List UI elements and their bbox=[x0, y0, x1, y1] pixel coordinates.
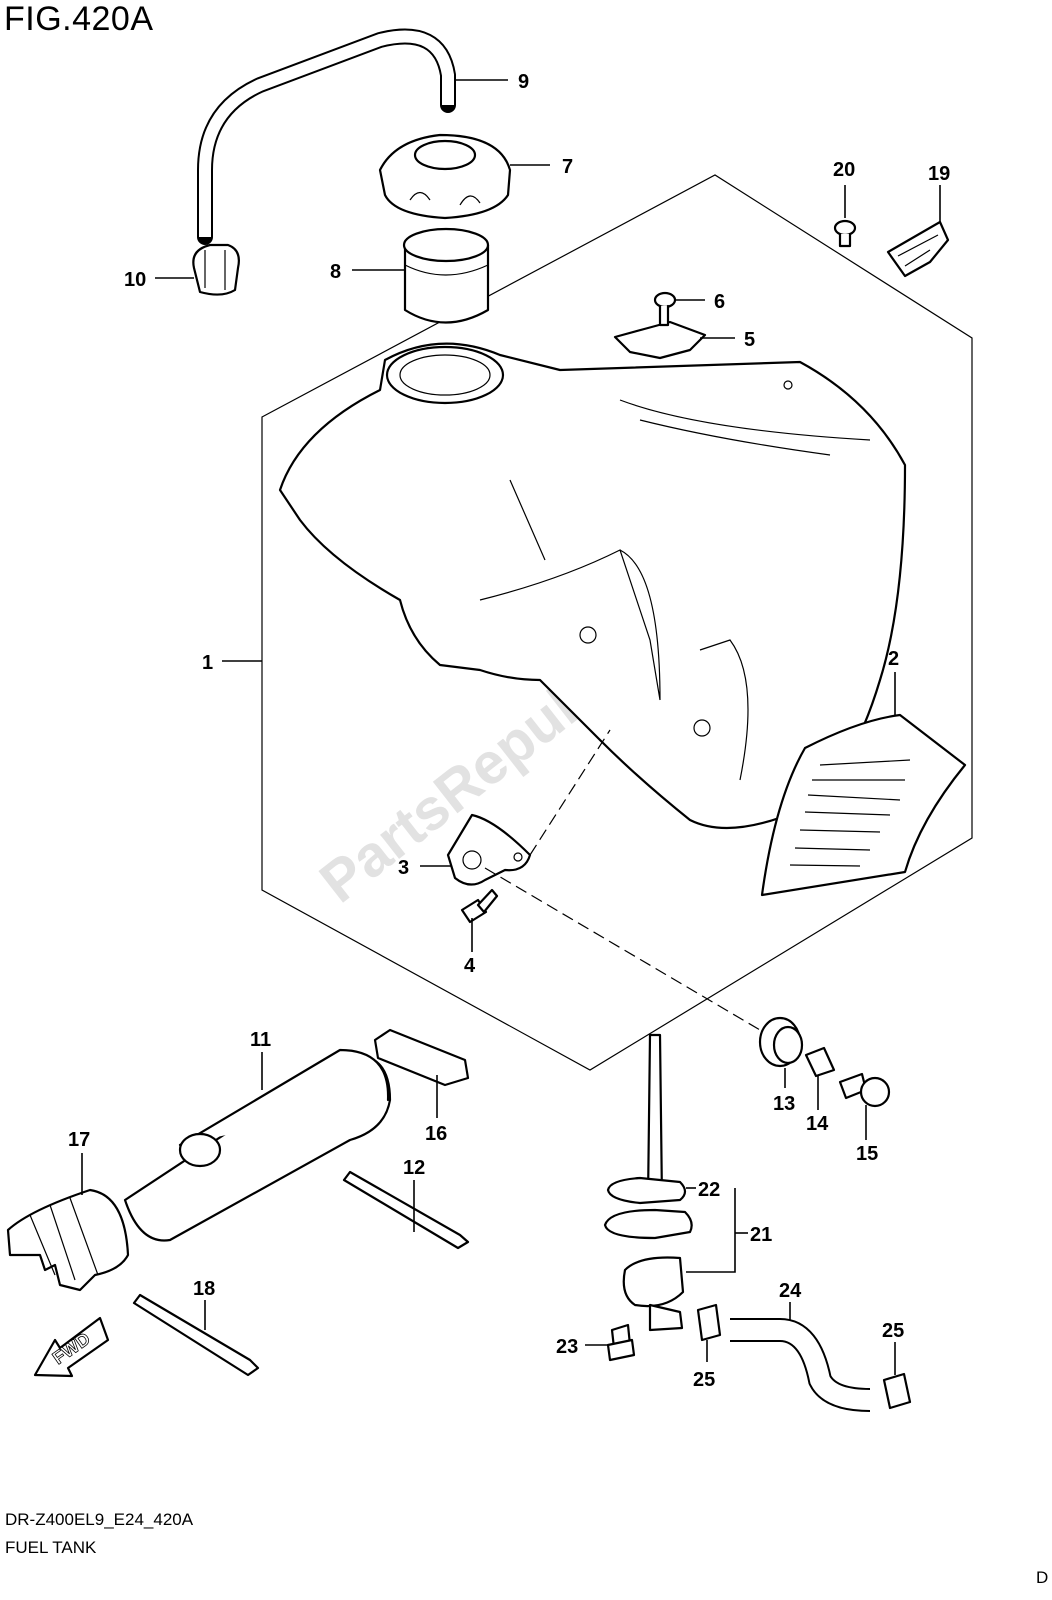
part-14-collar[interactable] bbox=[804, 1046, 836, 1078]
part-7-fuel-cap[interactable] bbox=[378, 133, 512, 220]
part-20-screw[interactable] bbox=[833, 219, 857, 248]
callout-25: 25 bbox=[693, 1369, 715, 1391]
callout-14: 14 bbox=[806, 1113, 829, 1135]
callout-13: 13 bbox=[773, 1093, 795, 1115]
part-13-grommet[interactable] bbox=[758, 1016, 804, 1068]
corner-letter: D bbox=[1036, 1568, 1049, 1587]
part-4-bolt[interactable] bbox=[460, 888, 499, 924]
callout-6: 6 bbox=[714, 291, 725, 313]
callout-3: 3 bbox=[398, 857, 409, 879]
callout-22: 22 bbox=[698, 1179, 720, 1201]
callout-23: 23 bbox=[556, 1336, 578, 1358]
callout-18: 18 bbox=[193, 1278, 215, 1300]
part-5-plate[interactable] bbox=[613, 320, 707, 360]
part-10-clamp[interactable] bbox=[192, 243, 240, 296]
guide-line bbox=[484, 867, 761, 1031]
assembly-boundary bbox=[261, 174, 973, 1071]
part-25-clamp-a[interactable] bbox=[696, 1303, 722, 1342]
callout-15: 15 bbox=[856, 1143, 878, 1165]
figure-title: FIG.420A bbox=[4, 0, 154, 38]
part-21-fuel-cock[interactable] bbox=[603, 1033, 693, 1332]
part-15-bolt[interactable] bbox=[838, 1072, 891, 1108]
callout-24: 24 bbox=[779, 1280, 802, 1302]
part-2-heat-shield[interactable] bbox=[760, 713, 967, 897]
callout-8: 8 bbox=[330, 261, 341, 283]
fwd-arrow-icon: FWD bbox=[33, 1316, 110, 1378]
callout-19: 19 bbox=[928, 163, 950, 185]
part-17-cushion[interactable] bbox=[6, 1188, 130, 1292]
part-11-cushion[interactable] bbox=[123, 1048, 392, 1242]
part-23-bolt[interactable] bbox=[606, 1323, 636, 1362]
part-3-bracket[interactable] bbox=[446, 813, 532, 886]
part-6-screw[interactable] bbox=[653, 291, 677, 327]
callout-2: 2 bbox=[888, 648, 899, 670]
part-19-strap[interactable] bbox=[886, 220, 950, 278]
part-8-filler-ring[interactable] bbox=[402, 227, 490, 324]
callout-11: 11 bbox=[250, 1029, 271, 1051]
part-16-pad[interactable] bbox=[373, 1028, 470, 1087]
callout-4: 4 bbox=[464, 955, 476, 977]
callout-16: 16 bbox=[425, 1123, 447, 1145]
callout-12: 12 bbox=[403, 1157, 425, 1179]
callout-7: 7 bbox=[562, 156, 573, 178]
callout-10: 10 bbox=[124, 269, 146, 291]
leader-lines bbox=[81, 79, 941, 1375]
part-9-breather-hose[interactable] bbox=[197, 28, 456, 245]
part-1-fuel-tank[interactable] bbox=[278, 342, 907, 830]
part-12-tie[interactable] bbox=[342, 1170, 470, 1250]
part-25-clamp-b[interactable] bbox=[882, 1372, 912, 1410]
part-18-tie[interactable] bbox=[132, 1293, 260, 1377]
callout-1: 1 bbox=[202, 652, 213, 674]
callout-21: 21 bbox=[750, 1224, 772, 1246]
figure-name: FUEL TANK bbox=[5, 1538, 97, 1557]
callout-9: 9 bbox=[518, 71, 529, 93]
callout-25: 25 bbox=[882, 1320, 904, 1342]
model-code: DR-Z400EL9_E24_420A bbox=[5, 1510, 194, 1529]
guide-line bbox=[529, 729, 611, 856]
callout-20: 20 bbox=[833, 159, 855, 181]
callout-17: 17 bbox=[68, 1129, 90, 1151]
callout-5: 5 bbox=[744, 329, 755, 351]
part-24-fuel-hose[interactable] bbox=[730, 1318, 871, 1412]
